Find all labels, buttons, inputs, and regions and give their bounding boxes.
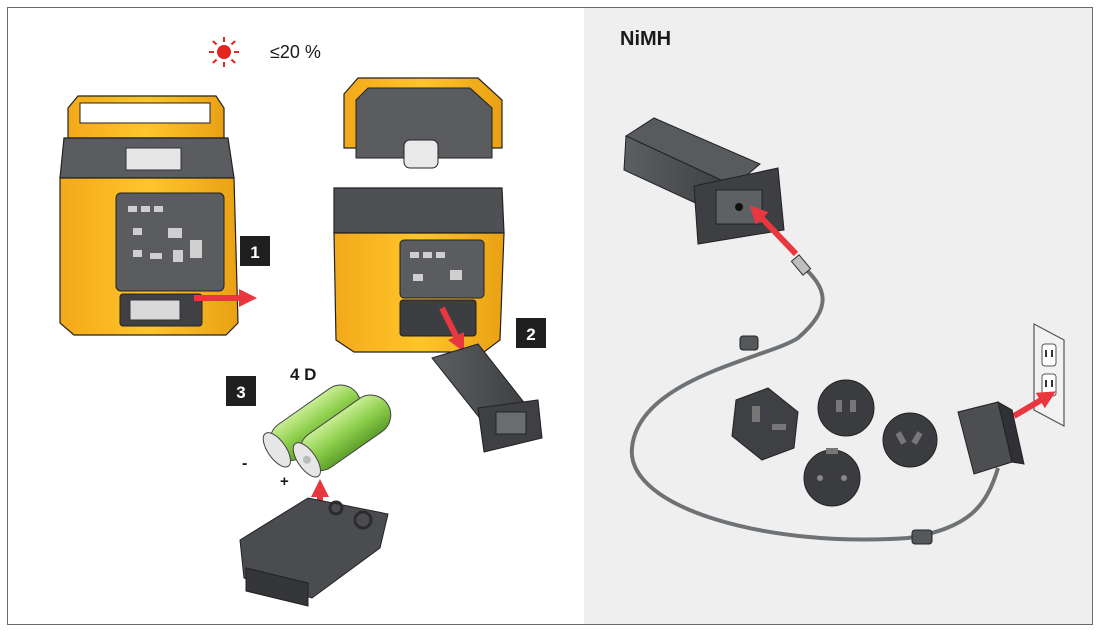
device-open-view [333, 77, 505, 353]
charger-cable [629, 262, 1000, 542]
us-plug-adapter [817, 379, 875, 437]
cable-ferrite-lower [911, 529, 933, 545]
arrow-plug-charger [749, 205, 799, 257]
dc-plug [790, 254, 812, 276]
wall-outlet [1033, 323, 1065, 427]
charger-adapter [957, 400, 1025, 475]
svg-text:1: 1 [250, 243, 259, 262]
battery-low-indicator: ≤20 % [209, 37, 321, 67]
illustration-canvas: ≤20 % 1 [59, 28, 1065, 607]
nimh-panel [584, 8, 1092, 624]
step-badge-1: 1 [240, 236, 270, 266]
uk-plug-adapter [731, 387, 799, 461]
instruction-frame: ≤20 % 1 [7, 7, 1093, 625]
arrow-remove-pack [439, 306, 465, 353]
cable-ferrite-upper [739, 335, 759, 351]
svg-text:3: 3 [236, 383, 245, 402]
svg-text:2: 2 [526, 325, 535, 344]
step-badge-3: 3 [226, 376, 256, 406]
nimh-title: NiMH [620, 28, 671, 50]
au-plug-adapter [882, 412, 938, 468]
nimh-battery-pack [623, 117, 785, 245]
device-front-view [59, 95, 239, 336]
d-cell-front [292, 394, 392, 478]
red-led-icon [209, 37, 239, 67]
arrow-plug-wall [1012, 391, 1056, 419]
step-badge-2: 2 [516, 318, 546, 348]
battery-threshold-text: ≤20 % [270, 42, 321, 62]
d-cell-batteries: - + [242, 384, 392, 490]
positive-terminal-label: + [280, 473, 289, 490]
eu-plug-adapter [803, 448, 861, 507]
negative-terminal-label: - [242, 455, 247, 472]
alkaline-battery-pack [431, 343, 543, 453]
battery-count-label: 4 D [290, 365, 316, 384]
open-battery-holder [239, 497, 389, 607]
plug-adapters [731, 379, 938, 507]
